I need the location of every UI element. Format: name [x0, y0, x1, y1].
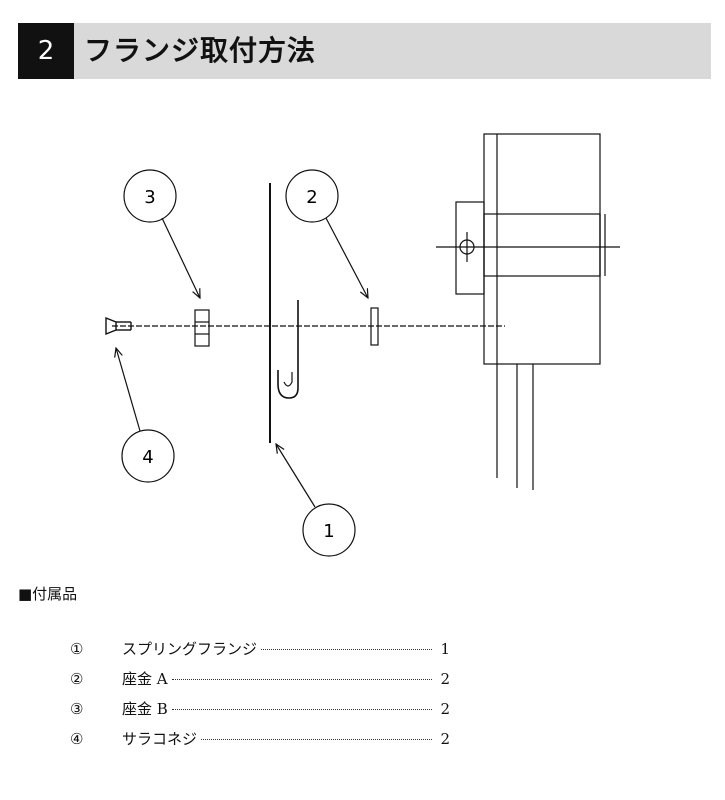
section-number: 2: [18, 23, 74, 79]
washer-a: [370, 307, 379, 346]
callout-4-label: 4: [142, 447, 153, 468]
accessories-heading: ■付属品: [18, 585, 78, 603]
item-mark: ①: [70, 640, 84, 658]
callout-2-leader: [325, 217, 368, 298]
callout-1-leader: [276, 444, 316, 508]
list-item: ③ 座金 B 2: [70, 698, 450, 728]
item-qty: 2: [440, 670, 450, 688]
section-title: フランジ取付方法: [84, 34, 317, 67]
item-name: サラコネジ: [122, 730, 198, 748]
list-item: ④ サラコネジ 2: [70, 728, 450, 758]
list-item: ② 座金 A 2: [70, 668, 450, 698]
callout-1-circle: [302, 503, 356, 557]
item-qty: 2: [440, 730, 450, 748]
leader-dots: [171, 709, 432, 710]
item-name: スプリングフランジ: [122, 640, 258, 658]
callout-2-label: 2: [306, 187, 317, 208]
spring-flange: [269, 183, 299, 443]
lead-wires: [496, 364, 534, 490]
leader-dots: [261, 649, 432, 650]
item-mark: ④: [70, 730, 84, 748]
leader-dots: [201, 739, 432, 740]
callout-2-circle: [285, 169, 339, 223]
callout-4-leader: [116, 348, 141, 432]
item-name: 座金 B: [122, 700, 168, 718]
item-name: 座金 A: [122, 670, 168, 688]
item-qty: 2: [440, 700, 450, 718]
washer-b: [194, 309, 210, 347]
countersunk-screw: [105, 316, 132, 336]
callout-3-leader: [161, 217, 200, 298]
section-header: 2 フランジ取付方法: [18, 23, 711, 79]
callout-1-label: 1: [323, 521, 334, 542]
item-mark: ③: [70, 700, 84, 718]
item-qty: 1: [440, 640, 450, 658]
item-mark: ②: [70, 670, 84, 688]
motor-body: [436, 133, 620, 365]
accessories-list: ① スプリングフランジ 1 ② 座金 A 2 ③ 座金 B 2 ④ サラコネジ …: [70, 638, 450, 758]
callout-3-circle: [123, 169, 177, 223]
list-item: ① スプリングフランジ 1: [70, 638, 450, 668]
callout-3-label: 3: [144, 187, 155, 208]
callout-4-circle: [121, 429, 175, 483]
leader-dots: [171, 679, 432, 680]
